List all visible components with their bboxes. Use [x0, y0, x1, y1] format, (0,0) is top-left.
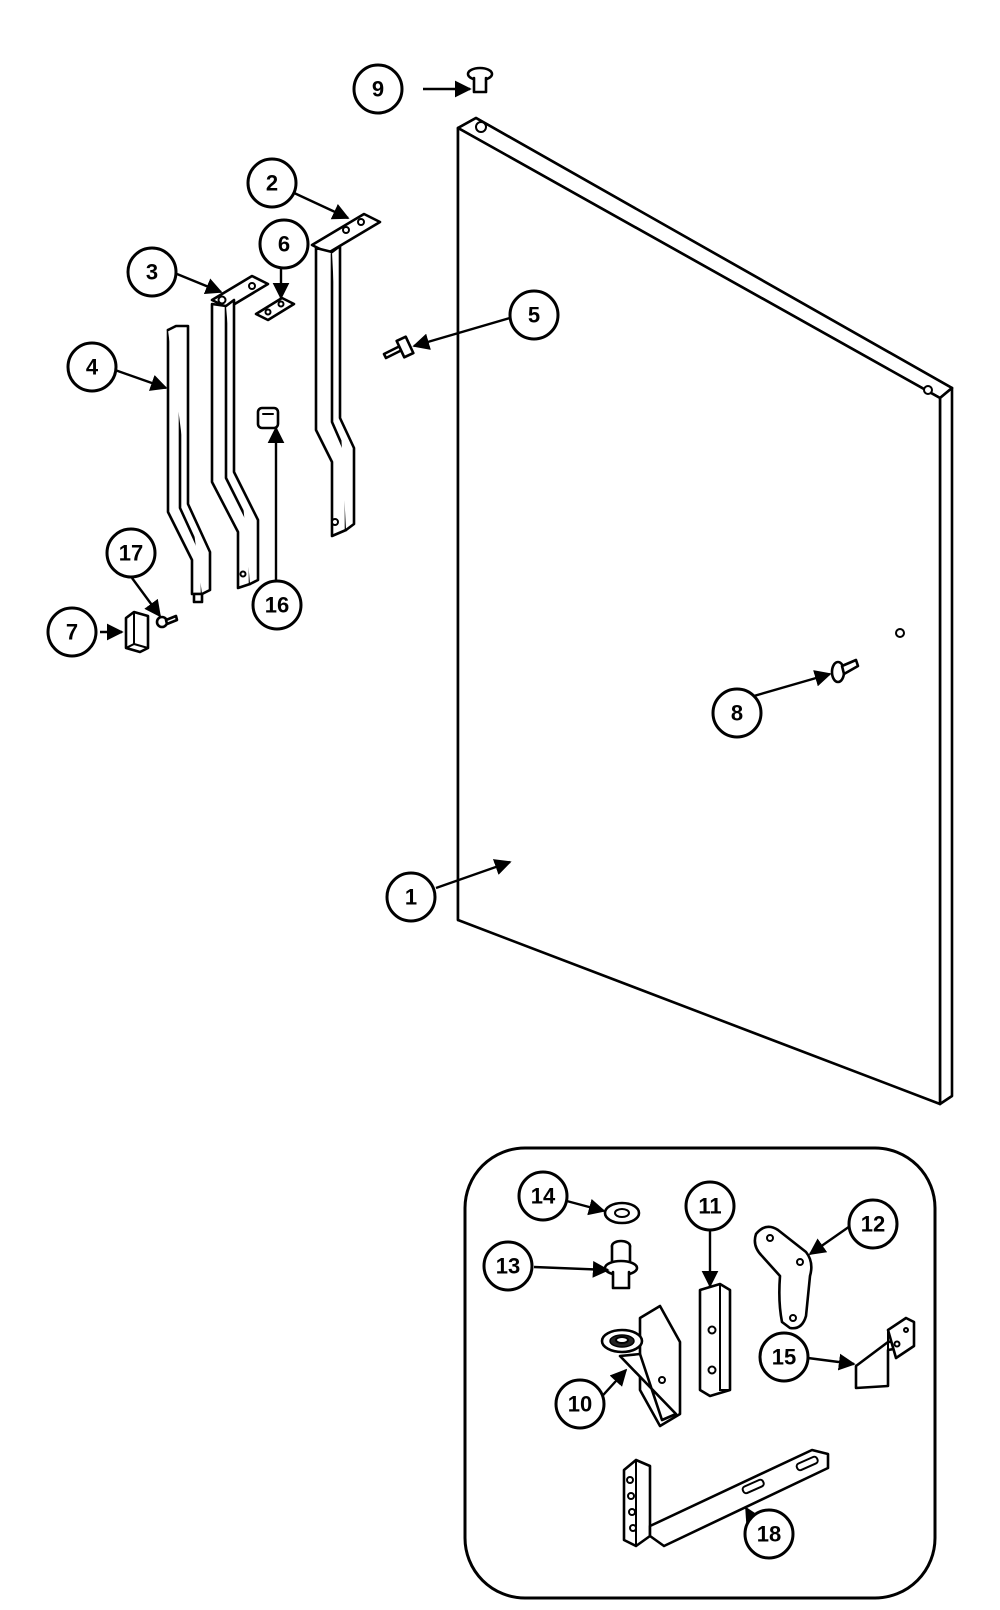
callout-15: 15 [758, 1331, 810, 1383]
callout-5: 5 [508, 289, 560, 341]
end-cap [124, 610, 150, 654]
svg-text:5: 5 [528, 303, 540, 328]
small-plate [254, 296, 296, 322]
callout-14: 14 [517, 1170, 569, 1222]
svg-text:18: 18 [757, 1522, 781, 1547]
hinge-pin [603, 1239, 639, 1290]
svg-text:8: 8 [731, 701, 743, 726]
l-bracket [622, 1448, 830, 1548]
callout-9: 9 [352, 63, 404, 115]
svg-text:6: 6 [278, 232, 290, 257]
svg-text:3: 3 [146, 260, 158, 285]
hinge-bracket [600, 1304, 682, 1428]
svg-text:7: 7 [66, 620, 78, 645]
callout-11: 11 [684, 1180, 736, 1232]
callout-7: 7 [46, 606, 98, 658]
clip [256, 406, 280, 430]
svg-text:16: 16 [265, 593, 289, 618]
svg-text:11: 11 [698, 1194, 721, 1219]
svg-text:9: 9 [372, 77, 384, 102]
svg-text:17: 17 [119, 541, 143, 566]
svg-text:15: 15 [772, 1345, 796, 1370]
callout-1: 1 [385, 871, 437, 923]
callout-4: 4 [66, 341, 118, 393]
callout-16: 16 [251, 579, 303, 631]
svg-text:2: 2 [266, 171, 278, 196]
handle-bracket-long [310, 212, 382, 538]
handle [166, 324, 212, 604]
door-panel [456, 116, 954, 1106]
svg-text:10: 10 [568, 1392, 592, 1417]
callout-18: 18 [743, 1508, 795, 1560]
callout-2: 2 [246, 157, 298, 209]
svg-text:1: 1 [405, 885, 417, 910]
plug-fastener [830, 658, 860, 684]
top-plug [466, 66, 494, 94]
shim-plate [698, 1282, 732, 1398]
angle-bracket [753, 1225, 813, 1330]
leader-lines [100, 80, 856, 1533]
small-screw [155, 614, 179, 629]
callout-10: 10 [554, 1378, 606, 1430]
screw-5 [382, 335, 415, 360]
svg-text:12: 12 [861, 1212, 885, 1237]
svg-text:14: 14 [531, 1184, 556, 1209]
small-bracket [854, 1316, 916, 1390]
washer [603, 1201, 641, 1225]
callout-12: 12 [847, 1198, 899, 1250]
callout-3: 3 [126, 246, 178, 298]
callout-13: 13 [482, 1240, 534, 1292]
handle-bracket-middle [210, 274, 270, 590]
callout-8: 8 [711, 687, 763, 739]
svg-text:4: 4 [86, 355, 99, 380]
callout-17: 17 [105, 527, 157, 579]
svg-text:13: 13 [496, 1254, 520, 1279]
callout-6: 6 [258, 218, 310, 270]
